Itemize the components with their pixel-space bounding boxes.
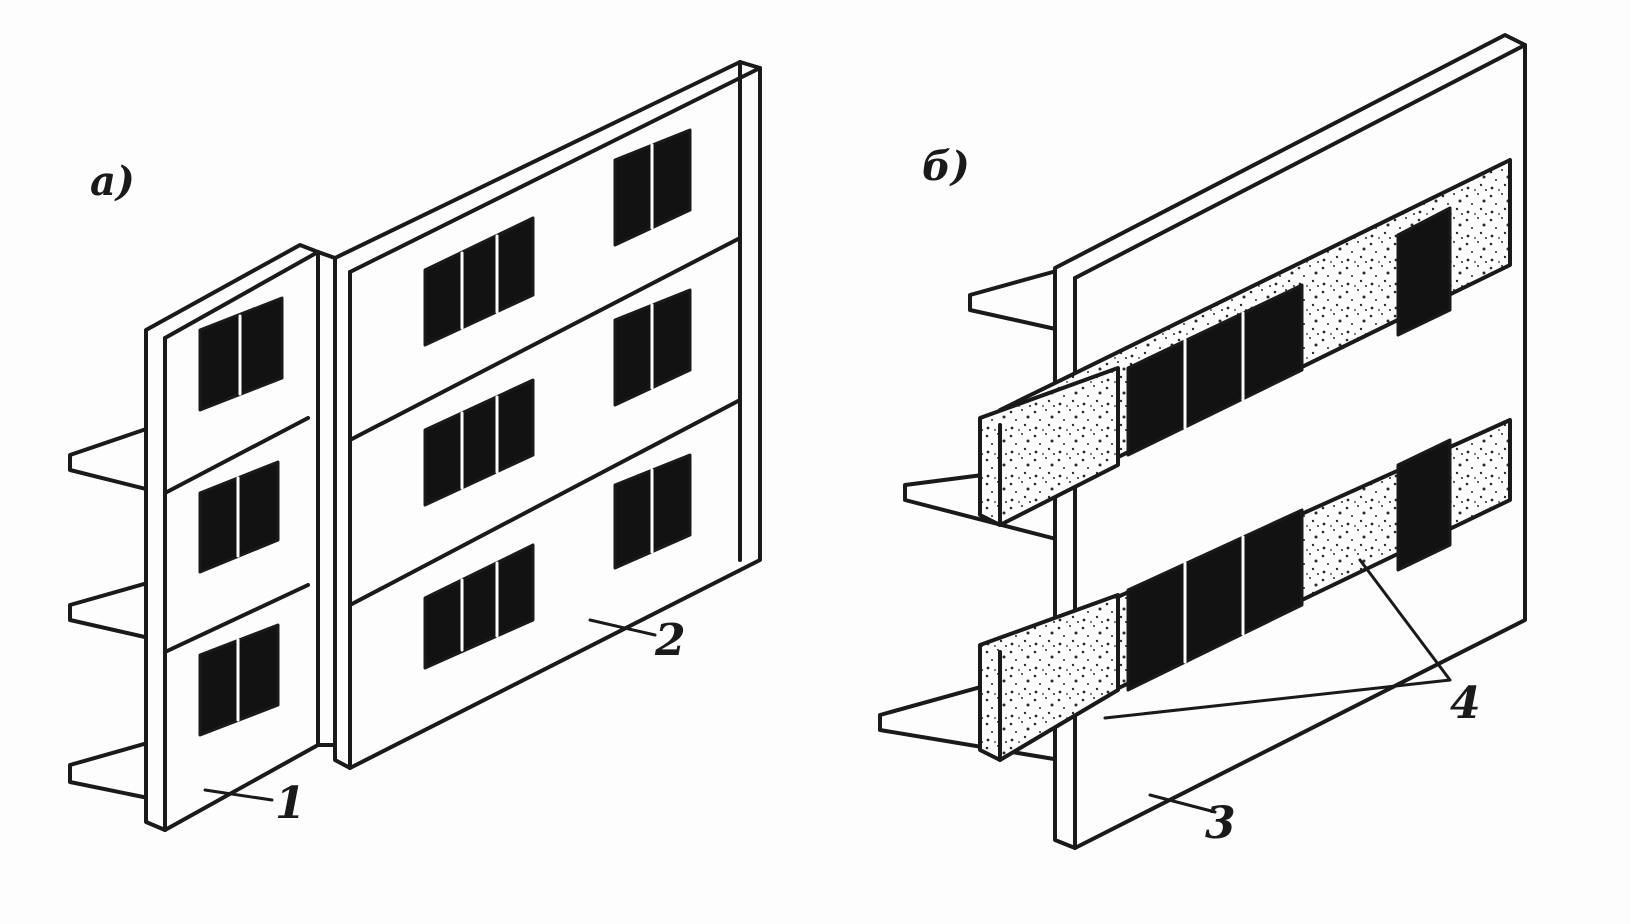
window-mullions-a [236,143,654,722]
callout-3: 3 [1205,798,1236,849]
wall-panel-2 [333,60,762,770]
callout-2: 2 [654,615,686,666]
leader-4 [1103,558,1452,720]
joint-column [316,250,337,747]
callout-4: 4 [1450,678,1481,729]
window-band-lower [998,418,1512,747]
floor-slabs-a [68,423,160,802]
callout-1: 1 [275,778,306,829]
leader-2 [588,618,657,637]
leader-3 [1148,793,1217,814]
leader-1 [203,788,274,802]
panel-b-label: б) [922,143,970,190]
panel-a-wall [68,60,762,832]
panel-a-label: a) [90,158,135,205]
panel-b-wall [878,33,1527,850]
parapet-strips [978,366,1120,762]
